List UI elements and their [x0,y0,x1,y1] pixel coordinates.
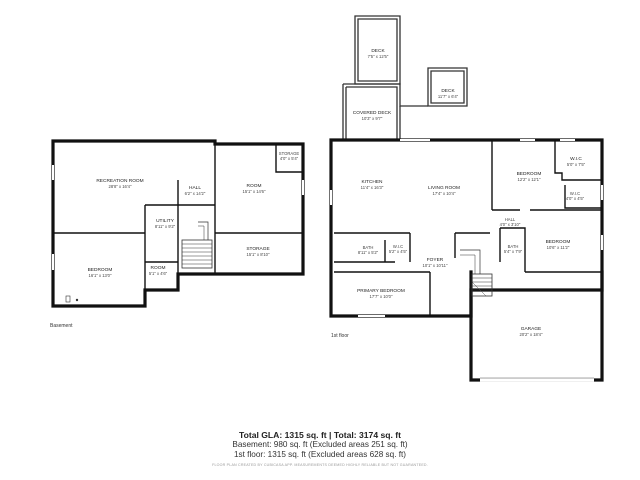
deck-lower-label: DECK [441,88,455,94]
basement-hall-dims: 6'2" x 14'2" [185,191,206,196]
basement-stairs [181,221,213,269]
decks [342,15,468,140]
total-area-summary: Total GLA: 1315 sq. ft | Total: 3174 sq.… [238,430,402,440]
basement-recreation-room-dims: 28'8" x 16'4" [109,184,132,189]
wic-1-label: W.I.C [570,156,582,162]
bath-1-dims: 8'11" x 5'2" [358,250,379,255]
basement-small-room-label: ROOM [151,265,166,271]
first-floor-plan: DECK 7'5" x 12'5" DECK 11'7" x 6'4" COVE… [329,15,604,382]
basement-utility-label: UTILITY [156,218,175,224]
primary-bedroom-label: PRIMARY BEDROOM [357,288,405,294]
deck-upper-dims: 7'5" x 12'5" [368,54,389,59]
wic-1-dims: 5'0" x 7'5" [567,162,586,167]
first-floor-name: 1st floor [331,333,349,339]
basement-storage-label: STORAGE [246,246,269,252]
living-room-dims: 17'4" x 10'4" [433,191,456,196]
first-floor-area-summary: 1st floor: 1315 sq. ft (Excluded areas 6… [233,450,407,459]
bedroom-2-dims: 10'6" x 11'2" [547,245,570,250]
wic-3-label: W.I.C [393,244,403,249]
kitchen-label: KITCHEN [361,179,383,185]
kitchen-dims: 11'4" x 16'3" [361,185,384,190]
basement-recreation-room-label: RECREATION ROOM [96,178,143,184]
foyer-dims: 10'1" x 10'11" [423,263,448,268]
bath-2-dims: 5'4" x 7'9" [504,249,523,254]
living-room-label: LIVING ROOM [428,185,460,191]
basement-room-dims: 15'1" x 14'6" [243,189,266,194]
wic-3-dims: 5'2" x 4'5" [389,249,408,254]
basement-bedroom-label: BEDROOM [88,267,113,273]
basement-storage-small-dims: 4'0" x 5'4" [280,156,299,161]
basement-room-label: ROOM [247,183,262,189]
basement-floor-name: Basement [50,323,73,329]
garage-dims: 20'2" x 18'4" [520,332,543,337]
basement-bedroom-dims: 16'1" x 13'0" [89,273,112,278]
bath-2-label: BATH [508,244,519,249]
covered-deck-label: COVERED DECK [353,110,392,116]
bedroom-1-dims: 12'2" x 12'1" [518,177,541,182]
wic-2-dims: 4'0" x 4'5" [566,196,585,201]
bedroom-2-label: BEDROOM [546,239,571,245]
basement-storage-small-label: STORAGE [279,151,300,156]
deck-upper-label: DECK [371,48,385,54]
disclaimer-text: FLOOR PLAN CREATED BY CUBICASA APP. MEAS… [212,463,428,467]
first-floor-stairs [460,249,493,297]
covered-deck-dims: 10'3" x 9'7" [362,116,383,121]
bath-1-label: BATH [363,245,374,250]
deck-lower-dims: 11'7" x 6'4" [438,94,459,99]
first-hall-dims: 4'0" x 3'10" [500,222,521,227]
basement-storage-dims: 15'1" x 8'10" [247,252,270,257]
basement-plan: RECREATION ROOM 28'8" x 16'4" HALL 6'2" … [50,139,305,329]
primary-bedroom-dims: 17'7" x 10'0" [370,294,393,299]
bedroom-1-label: BEDROOM [517,171,542,177]
garage-wall [469,270,604,382]
wic-2-label: W.I.C [570,191,580,196]
basement-area-summary: Basement: 980 sq. ft (Excluded areas 251… [232,440,408,449]
garage-label: GARAGE [521,326,542,332]
basement-small-room-dims: 5'1" x 4'6" [149,271,168,276]
first-hall-label: HALL [505,217,516,222]
basement-hall-label: HALL [189,185,201,191]
foyer-label: FOYER [427,257,444,263]
basement-utility-dims: 8'11" x 9'2" [155,224,176,229]
